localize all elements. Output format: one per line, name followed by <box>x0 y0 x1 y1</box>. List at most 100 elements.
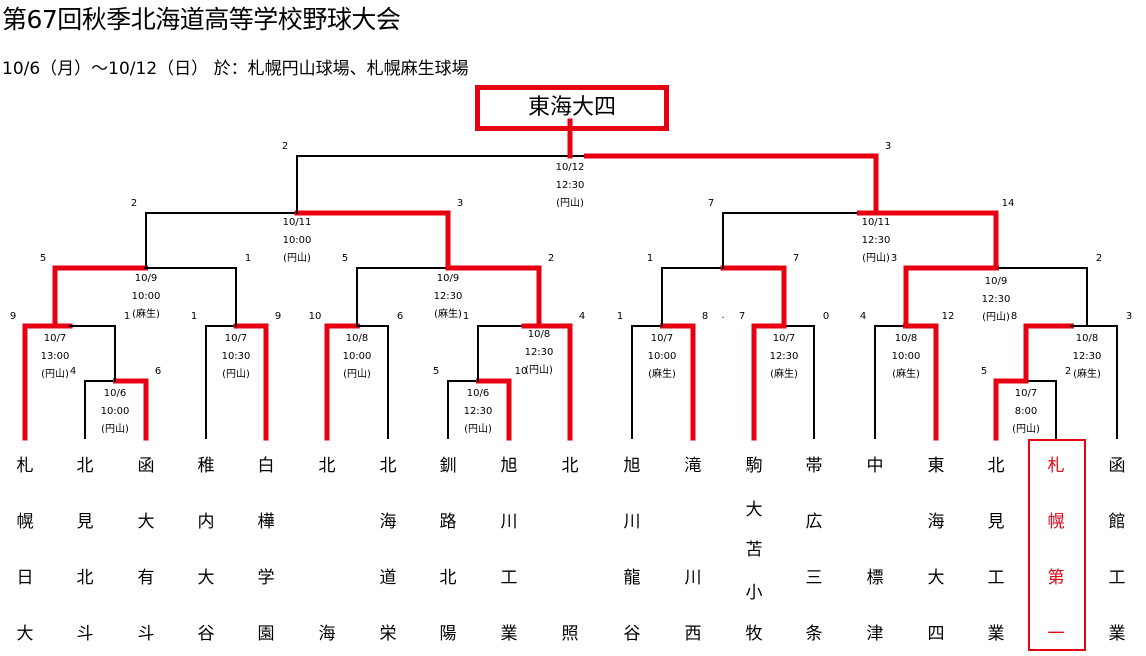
team-name-char: 第 <box>1047 568 1065 588</box>
match-venue: (麻生) <box>892 367 920 380</box>
match-venue: (円山) <box>101 423 129 435</box>
match-venue: (麻生) <box>770 367 798 380</box>
team-name-char: 津 <box>866 624 884 644</box>
team-name-char: 栄 <box>379 624 397 644</box>
team-name-char: 川 <box>684 568 702 588</box>
score-left: 5 <box>342 253 348 264</box>
match-time: 12:30 <box>1073 351 1102 362</box>
score-right: 9 <box>275 311 281 322</box>
team-name-char: 大 <box>927 568 945 588</box>
score-right: 6 <box>155 366 161 377</box>
match-date: 10/12 <box>556 162 585 173</box>
team-name-char: 工 <box>1108 568 1126 588</box>
match-time: 12:30 <box>434 291 463 302</box>
match-time: 12:30 <box>464 406 493 417</box>
match-venue: (円山) <box>464 423 492 435</box>
team-name-char: 小 <box>745 583 763 603</box>
match-date: 10/8 <box>528 329 550 340</box>
team-name-char: 標 <box>866 568 884 588</box>
score-right: 4 <box>579 311 585 322</box>
score-left: 5 <box>981 366 987 377</box>
score-left: 9 <box>10 311 16 322</box>
team-name-char: 谷 <box>197 624 215 644</box>
team-name-char: 川 <box>623 512 641 532</box>
score-left: 8 <box>1011 311 1017 322</box>
score-right: 12 <box>942 311 955 322</box>
match-venue: (円山) <box>283 252 311 264</box>
match-venue: (麻生) <box>648 367 676 380</box>
match-time: 10:00 <box>648 351 677 362</box>
team-name-char: 斗 <box>76 624 94 644</box>
team-name-char: 大 <box>197 568 215 588</box>
team-name-char: 駒 <box>745 456 763 476</box>
match-venue: (麻生) <box>434 307 462 320</box>
match-date: 10/11 <box>283 217 312 228</box>
page-subtitle: 10/6（月）～10/12（日） 於：札幌円山球場、札幌麻生球場 <box>2 59 469 79</box>
team-name-char: 工 <box>987 568 1005 588</box>
team-name-char: 苫 <box>745 540 763 560</box>
score-right: 3 <box>1126 311 1132 322</box>
team-name-char: 内 <box>197 512 215 532</box>
team-name-char: 旭 <box>500 456 518 476</box>
score-left: 2 <box>282 141 288 152</box>
team-name-char: 日 <box>16 568 34 588</box>
score-right: 1 <box>124 311 130 322</box>
match-venue: (麻生) <box>1073 367 1101 380</box>
score-left: 10 <box>309 311 322 322</box>
team-name-char: 札 <box>16 456 34 476</box>
match-date: 10/9 <box>135 273 157 284</box>
match-time: 10:00 <box>132 291 161 302</box>
score-left: 2 <box>131 198 137 209</box>
team-name-char: 大 <box>16 624 34 644</box>
match-time: 12:30 <box>556 180 585 191</box>
team-name-char: 西 <box>684 624 702 644</box>
team-name-char: 斗 <box>137 624 155 644</box>
team-name-char: 工 <box>500 568 518 588</box>
team-name-char: 幌 <box>1047 512 1065 532</box>
score-left: 1 <box>617 311 623 322</box>
score-right: 3 <box>885 141 891 152</box>
team-name-char: 北 <box>561 456 579 476</box>
team-name-char: 大 <box>137 512 155 532</box>
match-venue: (円山) <box>41 368 69 380</box>
score-right: 1 <box>245 253 251 264</box>
match-date: 10/8 <box>346 333 368 344</box>
team-name-char: 帯 <box>805 456 823 476</box>
match-date: 10/7 <box>225 333 247 344</box>
match-time: 12:30 <box>982 294 1011 305</box>
match-venue: (円山) <box>1012 423 1040 435</box>
team-name-char: 滝 <box>684 456 702 476</box>
team-name-char: 園 <box>257 624 275 644</box>
score-left: 1 <box>463 311 469 322</box>
team-name-char: 函 <box>1108 456 1126 476</box>
match-date: 10/8 <box>1076 333 1098 344</box>
score-right: 2 <box>1065 366 1071 377</box>
team-name-char: 北 <box>76 568 94 588</box>
team-name-char: 北 <box>987 456 1005 476</box>
dot-mark: . <box>721 310 724 321</box>
match-date: 10/7 <box>1015 388 1037 399</box>
team-name-char: 館 <box>1108 512 1126 532</box>
score-left: 5 <box>40 253 46 264</box>
match-time: 10:30 <box>222 351 251 362</box>
team-name-char: 照 <box>561 624 579 644</box>
team-name-char: 川 <box>500 512 518 532</box>
team-name-char: 路 <box>439 512 457 532</box>
match-date: 10/6 <box>467 388 489 399</box>
match-time: 10:00 <box>343 351 372 362</box>
team-name-char: 樺 <box>257 512 275 532</box>
match-time: 10:00 <box>892 351 921 362</box>
match-venue: (円山) <box>556 197 584 209</box>
match-venue: (円山) <box>222 368 250 380</box>
team-name-char: 一 <box>1047 624 1065 644</box>
team-name-char: 北 <box>439 568 457 588</box>
score-left: 3 <box>891 253 897 264</box>
score-right: 14 <box>1002 198 1015 209</box>
team-name-char: 東 <box>927 456 945 476</box>
team-name-char: 旭 <box>623 456 641 476</box>
team-name-char: 三 <box>805 568 823 588</box>
match-date: 10/11 <box>862 217 891 228</box>
team-name-char: 北 <box>379 456 397 476</box>
team-name-char: 白 <box>257 456 275 476</box>
